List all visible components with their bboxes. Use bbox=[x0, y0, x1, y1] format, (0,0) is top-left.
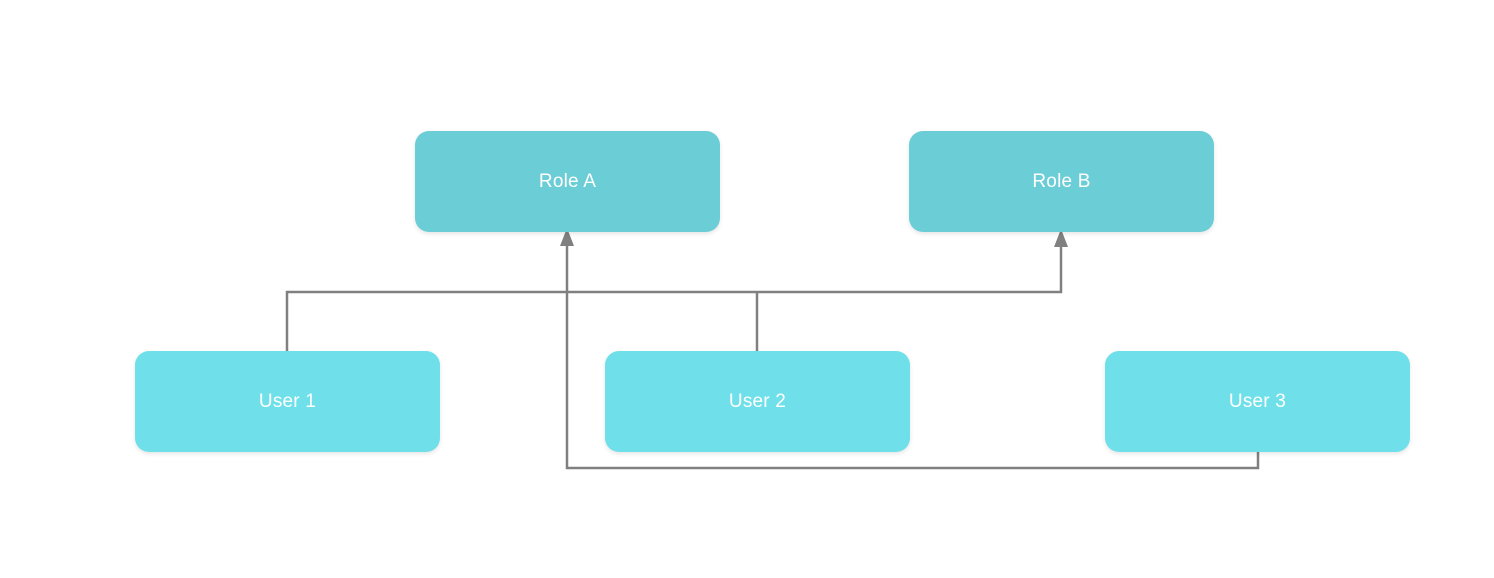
node-label-user-2: User 2 bbox=[728, 391, 787, 412]
node-label-user-3: User 3 bbox=[1228, 391, 1287, 412]
node-user-1[interactable]: User 1 bbox=[135, 351, 440, 452]
node-label-user-1: User 1 bbox=[258, 391, 317, 412]
node-role-b[interactable]: Role B bbox=[909, 131, 1214, 232]
node-user-3[interactable]: User 3 bbox=[1105, 351, 1410, 452]
node-label-role-b: Role B bbox=[1032, 171, 1091, 192]
node-label-role-a: Role A bbox=[538, 171, 597, 192]
edge-path-user1-roleb bbox=[285, 243, 1063, 351]
edge-user1-roleb bbox=[285, 229, 1068, 351]
node-user-2[interactable]: User 2 bbox=[605, 351, 910, 452]
node-role-a[interactable]: Role A bbox=[415, 131, 720, 232]
